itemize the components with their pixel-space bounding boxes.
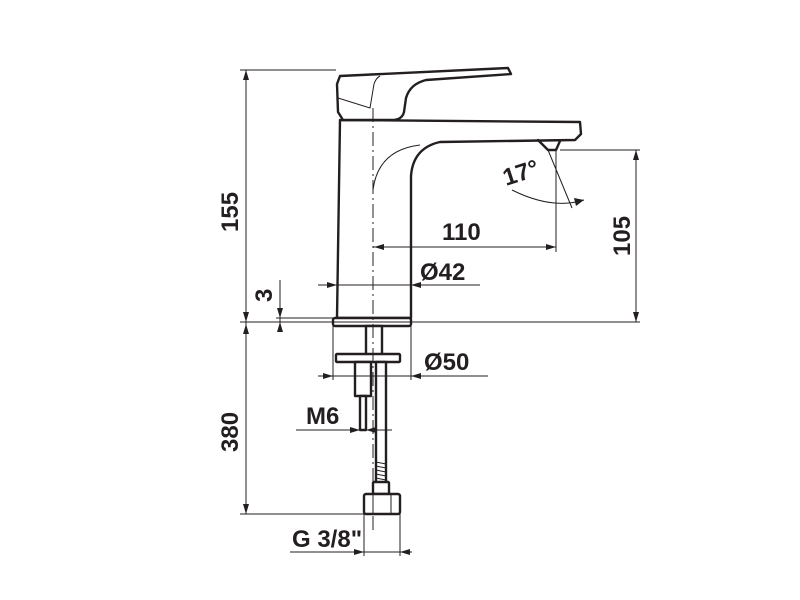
aerator: [536, 138, 562, 152]
hose-ferrule: [371, 480, 391, 496]
label-total-height: 155: [217, 192, 244, 232]
label-spout-angle: 17°: [500, 155, 543, 192]
fixing-nut: [353, 360, 373, 398]
label-body-diameter: Ø42: [420, 259, 465, 286]
label-hose-length: 380: [217, 412, 244, 452]
dim-stud-thread: [296, 427, 392, 433]
dim-hose-length: [240, 322, 364, 515]
dim-total-height: [240, 69, 336, 322]
dim-spout-angle: [511, 149, 585, 209]
lever-handle: [335, 66, 513, 122]
hose-braid: [375, 461, 387, 481]
label-base-gap: 3: [251, 289, 278, 302]
dim-spout-reach: [373, 150, 557, 252]
faucet-body: [331, 66, 583, 328]
label-base-diameter: Ø50: [424, 349, 469, 376]
dim-spout-height: [560, 149, 640, 322]
label-stud-thread: M6: [306, 403, 339, 430]
lever-handle-seam: [337, 75, 381, 109]
dim-base-diameter: [318, 326, 488, 380]
label-spout-height: 105: [609, 216, 636, 256]
body-outline: [335, 118, 583, 320]
hose-nut: [362, 492, 402, 516]
label-hose-thread: G 3/8": [292, 526, 362, 553]
label-spout-reach: 110: [442, 219, 481, 246]
spout-inner-curve: [372, 144, 421, 191]
mounting-assembly: [334, 324, 402, 516]
dim-body-diameter: [318, 282, 480, 288]
fixing-stud: [358, 394, 368, 432]
dim-hose-thread: [290, 514, 412, 556]
dim-base-gap: [276, 280, 333, 332]
